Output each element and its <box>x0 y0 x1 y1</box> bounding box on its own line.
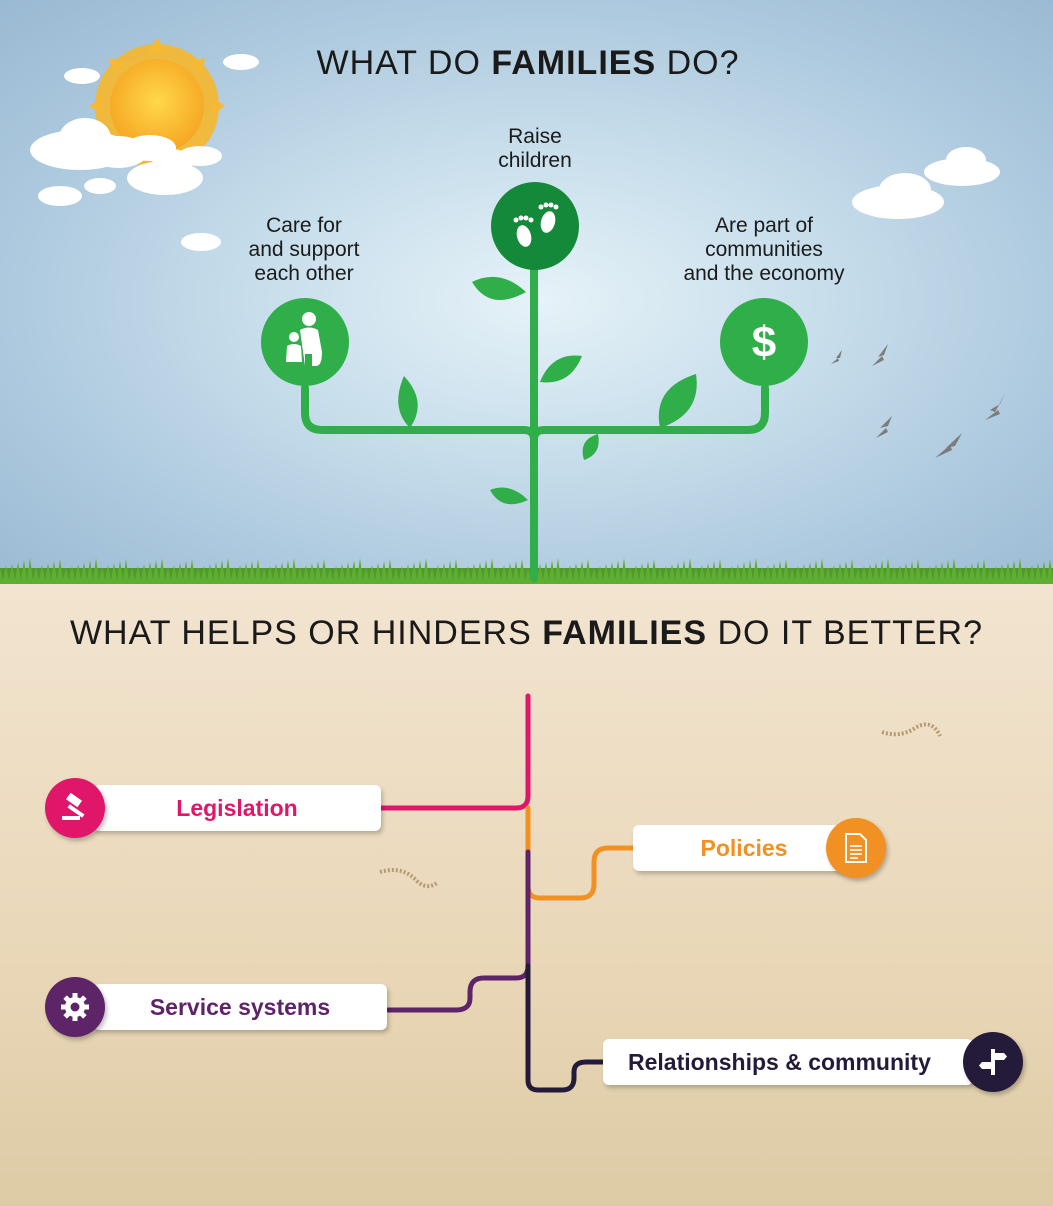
leaf <box>540 355 582 383</box>
legislation-line <box>377 693 531 811</box>
leaf <box>472 276 526 300</box>
gear-icon <box>61 993 89 1021</box>
family-icon <box>286 312 322 366</box>
legislation-icon-circle <box>45 778 105 838</box>
policies-icon-circle <box>826 818 886 878</box>
service-line <box>385 849 531 1013</box>
bird-icon <box>935 433 962 458</box>
legislation-label: Legislation <box>176 794 298 821</box>
worm-icon <box>379 868 440 889</box>
leaf <box>490 487 528 505</box>
tree-diagram: $ <box>261 182 808 582</box>
community-circle <box>720 298 808 386</box>
leaf <box>658 374 697 428</box>
bottom-title: WHAT HELPS OR HINDERS FAMILIES DO IT BET… <box>69 614 984 652</box>
tree-branches <box>301 264 769 582</box>
cloud-icon <box>924 147 1000 186</box>
cloud-icon <box>178 146 222 166</box>
policies-label: Policies <box>700 834 788 861</box>
cloud-icon <box>124 135 176 161</box>
bird-icon <box>985 392 1006 420</box>
community-label: Are part of communities and the economy <box>683 214 845 285</box>
birds <box>831 344 1006 458</box>
raise-label: Raise children <box>498 125 572 172</box>
cloud-icon <box>64 68 100 84</box>
policies-pill: Policies <box>633 825 855 871</box>
service-icon-circle <box>45 977 105 1037</box>
branch-right <box>530 384 769 444</box>
bird-icon <box>872 344 888 366</box>
signpost-icon <box>979 1049 1007 1075</box>
bird-icon <box>831 350 842 364</box>
relationships-pill: Relationships & community <box>603 1039 973 1085</box>
gavel-icon <box>62 792 85 820</box>
clouds <box>30 54 1000 251</box>
top-title: WHAT DO FAMILIES DO? <box>316 44 740 82</box>
legislation-pill: Legislation <box>93 785 381 831</box>
scenery <box>0 38 1053 584</box>
cloud-icon <box>38 186 82 206</box>
relationships-line <box>525 963 609 1093</box>
bird-icon <box>876 416 892 438</box>
dollar-icon: $ <box>752 318 776 367</box>
footprints-icon <box>513 202 559 247</box>
document-icon <box>845 833 867 863</box>
raise-circle <box>491 182 579 270</box>
relationships-icon-circle <box>963 1032 1023 1092</box>
cloud-icon <box>852 173 944 219</box>
policies-line <box>525 805 637 901</box>
service-systems-pill: Service systems <box>93 984 387 1030</box>
leaves <box>398 276 697 505</box>
grass <box>0 558 1053 584</box>
cloud-icon <box>181 233 221 251</box>
leaf <box>582 434 599 460</box>
cloud-icon <box>223 54 259 70</box>
service-systems-label: Service systems <box>149 993 331 1020</box>
leaf <box>398 376 418 428</box>
cloud-icon <box>84 178 116 194</box>
relationships-label: Relationships & community <box>628 1048 931 1075</box>
care-label: Care for and support each other <box>248 214 360 285</box>
